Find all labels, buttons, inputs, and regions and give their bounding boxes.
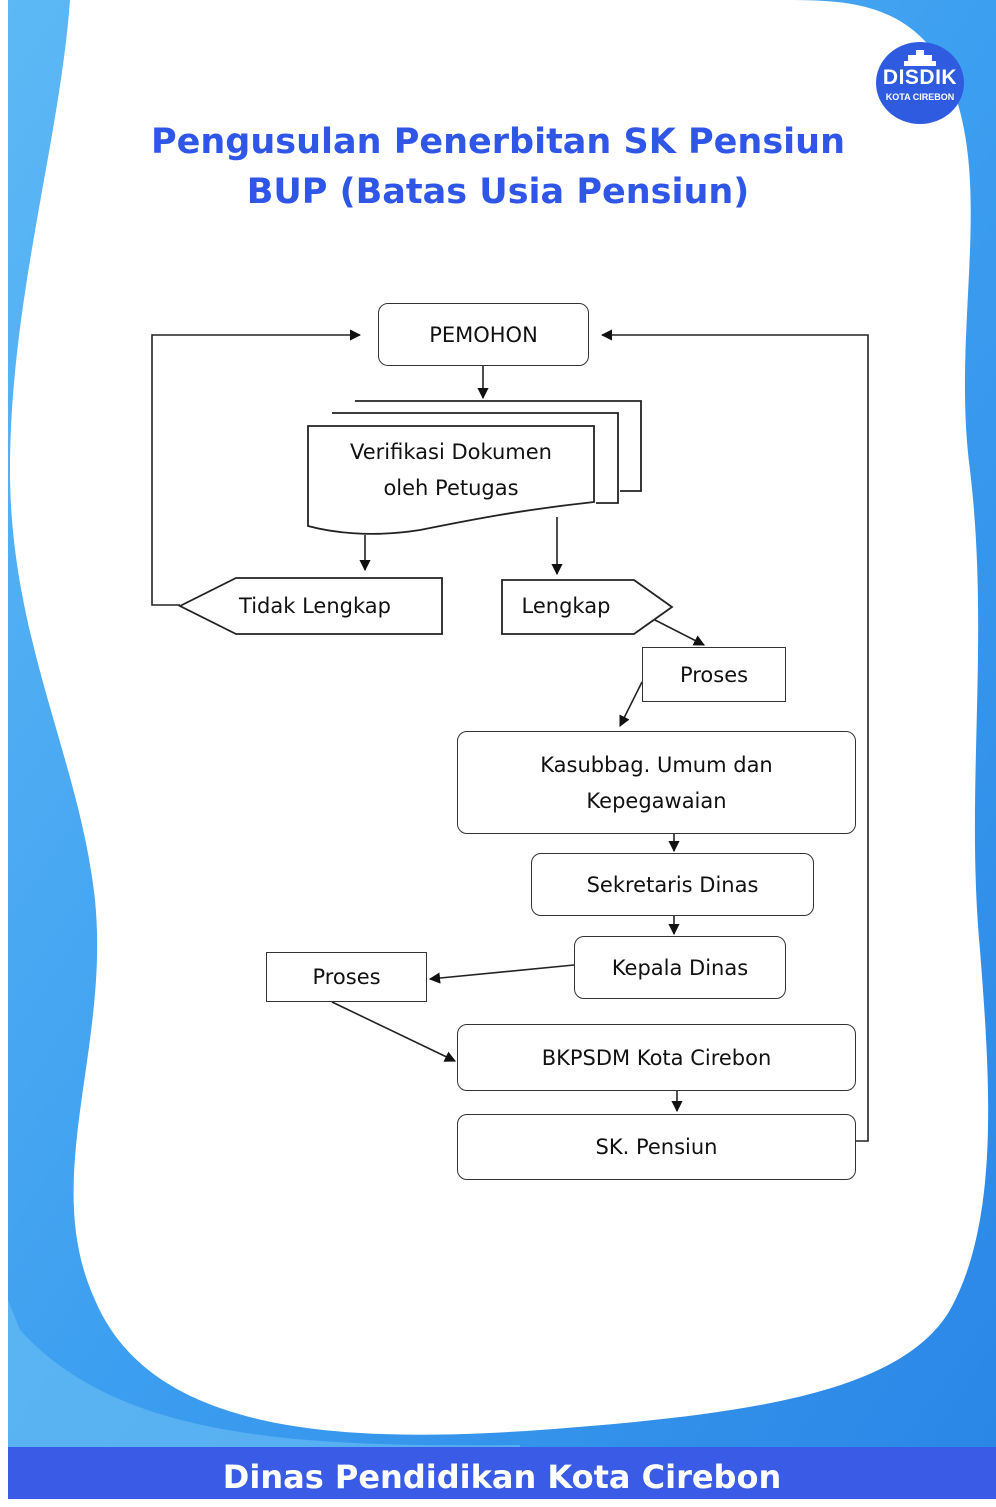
node-bkpsdm: BKPSDM Kota Cirebon bbox=[457, 1024, 856, 1091]
node-kepala-label: Kepala Dinas bbox=[611, 955, 749, 980]
arrow-lengkap-proses bbox=[654, 619, 705, 646]
node-kasubbag: Kasubbag. Umum dan Kepegawaian bbox=[457, 731, 856, 834]
disdik-logo: DISDIK KOTA CIREBON bbox=[876, 42, 964, 124]
logo-text-sub: KOTA CIREBON bbox=[885, 92, 955, 102]
lengkap-shape bbox=[501, 579, 674, 635]
tidak-lengkap-shape bbox=[177, 577, 443, 635]
arrow-proses2-bkpsdm bbox=[331, 1001, 457, 1062]
node-kasubbag-line1: Kasubbag. Umum dan bbox=[540, 752, 773, 777]
node-verifikasi-line1: Verifikasi Dokumen bbox=[350, 440, 552, 464]
node-proses-2: Proses bbox=[266, 952, 427, 1002]
node-kasubbag-line2: Kepegawaian bbox=[586, 788, 727, 813]
building-icon bbox=[904, 50, 936, 66]
node-proses-2-label: Proses bbox=[312, 965, 381, 989]
page-title-line1: Pengusulan Penerbitan SK Pensiun bbox=[150, 122, 846, 162]
node-sk-pensiun-label: SK. Pensiun bbox=[595, 1135, 718, 1159]
arrow-tidak-pemohon bbox=[151, 329, 362, 606]
node-sekretaris: Sekretaris Dinas bbox=[531, 853, 814, 916]
verifikasi-doc-front bbox=[307, 425, 595, 535]
node-lengkap: Lengkap bbox=[505, 588, 627, 624]
node-lengkap-label: Lengkap bbox=[521, 594, 611, 618]
page-title-line2: BUP (Batas Usia Pensiun) bbox=[246, 172, 750, 212]
node-tidak-lengkap: Tidak Lengkap bbox=[220, 588, 410, 624]
node-tidak-lengkap-label: Tidak Lengkap bbox=[239, 594, 391, 618]
node-pemohon: PEMOHON bbox=[378, 303, 589, 366]
arrow-kepala-proses2 bbox=[428, 964, 575, 984]
arrow-proses-kasubbag bbox=[619, 681, 643, 728]
node-verifikasi: Verifikasi Dokumen oleh Petugas bbox=[308, 432, 594, 508]
node-proses-1-label: Proses bbox=[679, 662, 749, 687]
node-kepala: Kepala Dinas bbox=[574, 936, 786, 999]
footer-banner: Dinas Pendidikan Kota Cirebon bbox=[8, 1447, 996, 1499]
arrow-sk-pemohon bbox=[600, 329, 869, 1142]
logo-text-main: DISDIK bbox=[882, 66, 958, 89]
node-verifikasi-line2: oleh Petugas bbox=[383, 476, 519, 500]
node-sekretaris-label: Sekretaris Dinas bbox=[586, 872, 759, 897]
footer-text: Dinas Pendidikan Kota Cirebon bbox=[222, 1458, 782, 1496]
node-proses-1: Proses bbox=[642, 647, 786, 702]
node-bkpsdm-label: BKPSDM Kota Cirebon bbox=[541, 1045, 772, 1070]
node-sk-pensiun: SK. Pensiun bbox=[457, 1114, 856, 1180]
node-pemohon-label: PEMOHON bbox=[429, 322, 538, 347]
